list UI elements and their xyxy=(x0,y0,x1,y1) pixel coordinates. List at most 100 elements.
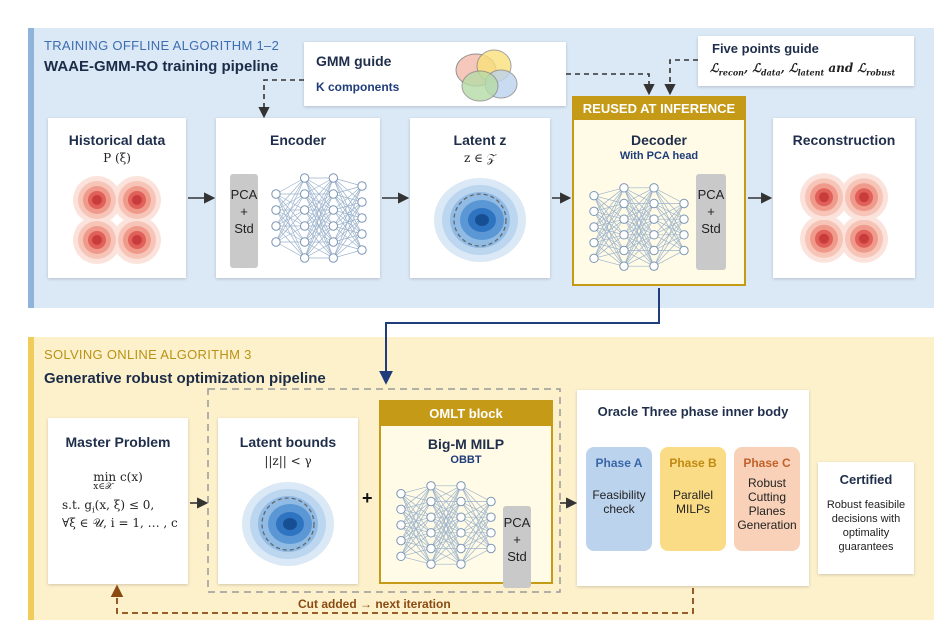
nn-node xyxy=(456,559,466,569)
nn-node xyxy=(299,205,310,215)
loss-robust-symbol: and ℒ xyxy=(824,61,867,75)
encoder-pca-plus: + xyxy=(240,204,248,219)
nn-edge xyxy=(593,250,625,259)
certified-line4: guarantees xyxy=(838,541,894,553)
nn-node xyxy=(299,237,310,247)
nn-edge xyxy=(430,485,462,502)
nn-edge xyxy=(304,225,334,259)
nn-edge xyxy=(430,485,462,549)
nn-edge xyxy=(333,177,363,187)
nn-node xyxy=(619,183,629,193)
heat-ring xyxy=(859,233,869,244)
latent-bounds-sub: ||z|| < γ xyxy=(264,454,312,468)
nn-edge xyxy=(333,249,363,259)
nn-edge xyxy=(333,233,363,259)
nn-edge xyxy=(304,177,334,211)
loss-latent-sub: latent xyxy=(797,67,825,78)
nn-node xyxy=(271,221,281,231)
nn-node xyxy=(649,230,659,240)
heat-ring xyxy=(92,195,102,205)
master-quantifier: ∀ξ ∈ 𝒰, i = 1, … , c xyxy=(62,516,178,530)
nn-node xyxy=(328,237,339,247)
nn-edge xyxy=(653,234,685,267)
five-points-guide-box: Five points guide ℒrecon, ℒdata, ℒlatent… xyxy=(698,36,914,86)
latent-z-box: Latent z z ∈ 𝒵 xyxy=(410,118,550,278)
phase-c-body: Robust Cutting Planes Generation xyxy=(734,476,800,532)
phase-a-line2: check xyxy=(603,502,635,516)
master-constraint-prefix: s.t. g xyxy=(62,498,93,512)
nn-edge xyxy=(460,516,492,565)
nn-edge xyxy=(593,187,625,228)
gmm-guide-dashed-arrow xyxy=(258,79,304,119)
nn-node xyxy=(357,197,367,207)
loss-latent-symbol: , ℒ xyxy=(780,61,798,75)
latent-bound-circle xyxy=(453,193,507,247)
loss-data-symbol: , ℒ xyxy=(743,61,761,75)
decoder-to-solving-arrow xyxy=(379,288,660,385)
nn-edge xyxy=(623,187,655,220)
nn-node xyxy=(649,245,659,256)
nn-edge xyxy=(653,203,685,236)
decoder-network-icon xyxy=(589,183,689,271)
gmm-guide-title: GMM guide xyxy=(316,53,392,69)
nn-edge xyxy=(593,187,625,243)
nn-node xyxy=(328,205,339,215)
omlt-pca-plus: + xyxy=(513,532,521,547)
nn-edge xyxy=(333,185,363,259)
omlt-block-banner: OMLT block xyxy=(381,402,551,426)
phase-b-card: Phase B Parallel MILPs xyxy=(660,447,726,551)
nn-node xyxy=(456,481,466,491)
cut-added-label: Cut added → next iteration xyxy=(298,597,451,611)
latent-omlt-group-frame xyxy=(207,388,561,593)
nn-edge xyxy=(593,257,625,267)
encoder-box: Encoder PCA + Std xyxy=(216,118,380,278)
omlt-network-icon xyxy=(396,481,496,569)
nn-edge xyxy=(333,185,363,195)
phase-c-line4: Generation xyxy=(737,518,797,532)
nn-edge xyxy=(400,548,432,557)
nn-node xyxy=(486,496,496,507)
nn-edge xyxy=(400,516,432,557)
nn-node xyxy=(619,230,629,240)
nn-node xyxy=(299,173,310,183)
nn-edge xyxy=(333,185,363,243)
nn-node xyxy=(589,237,599,248)
nn-node xyxy=(456,512,466,522)
nn-node xyxy=(486,528,496,538)
nn-node xyxy=(589,253,599,264)
nn-node xyxy=(271,205,281,215)
decoder-pca-plus: + xyxy=(707,204,715,219)
nn-node xyxy=(328,173,339,183)
nn-edge xyxy=(304,177,334,243)
nn-node xyxy=(357,229,367,239)
historical-data-sub: P (ξ) xyxy=(103,151,131,165)
decoder-box: REUSED AT INFERENCE Decoder With PCA hea… xyxy=(572,96,746,286)
latent-z-title: Latent z xyxy=(453,132,507,148)
nn-node xyxy=(589,190,599,201)
nn-edge xyxy=(623,218,655,267)
heat-ring xyxy=(819,192,829,203)
master-constraint-body: (x, ξ) ≤ 0, xyxy=(94,498,155,512)
nn-edge xyxy=(333,185,363,211)
phase-c-card: Phase C Robust Cutting Planes Generation xyxy=(734,447,800,551)
nn-node xyxy=(396,535,406,546)
nn-edge xyxy=(460,548,492,565)
nn-node xyxy=(396,504,406,515)
nn-node xyxy=(426,481,436,491)
nn-edge xyxy=(430,516,462,565)
loss-data-sub: data xyxy=(760,67,781,78)
latent-bounds-box: Latent bounds ||z|| < γ xyxy=(218,418,358,584)
nn-edge xyxy=(623,187,655,236)
nn-node xyxy=(486,543,496,554)
phase-a-line1: Feasibility xyxy=(592,488,646,502)
nn-edge xyxy=(653,203,685,251)
decoder-pca-std: Std xyxy=(701,221,721,236)
nn-node xyxy=(679,198,689,209)
master-constraint: s.t. gi(x, ξ) ≤ 0, xyxy=(62,498,154,514)
nn-edge xyxy=(275,241,305,259)
nn-node xyxy=(426,512,436,522)
nn-node xyxy=(271,189,281,199)
decoder-reused-banner: REUSED AT INFERENCE xyxy=(574,98,744,120)
nn-edge xyxy=(653,218,685,267)
nn-edge xyxy=(460,501,492,534)
